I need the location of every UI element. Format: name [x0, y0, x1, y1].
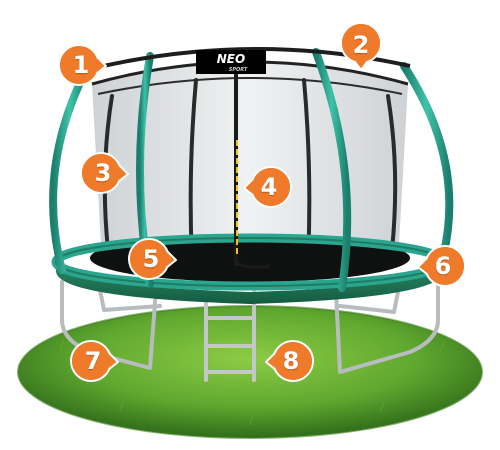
callout-8: 8 — [265, 338, 314, 384]
callout-number: 5 — [142, 245, 160, 273]
pin-right-icon — [70, 340, 119, 382]
logo-main-text: NEO — [217, 52, 245, 66]
logo-sub-text: SPORT — [229, 67, 248, 73]
callout-number: 3 — [94, 159, 112, 187]
callout-5: 5 — [128, 236, 177, 282]
callout-2: 2 — [338, 22, 384, 71]
jump-mat — [90, 234, 410, 282]
callout-number: 6 — [434, 252, 452, 280]
callout-6: 6 — [417, 243, 466, 289]
callout-number: 2 — [352, 31, 370, 59]
callout-4: 4 — [243, 164, 292, 210]
callout-3: 3 — [80, 150, 129, 196]
pin-right-icon — [128, 238, 177, 280]
pin-left-icon — [417, 245, 466, 287]
brand-logo: NEO SPORT — [196, 50, 266, 74]
trampoline-ladder — [204, 290, 256, 382]
pin-right-icon — [58, 44, 107, 86]
pin-down-icon — [340, 22, 382, 71]
callout-7: 7 — [70, 338, 119, 384]
pin-left-icon — [265, 340, 314, 382]
callout-number: 8 — [282, 347, 300, 375]
pin-right-icon — [80, 152, 129, 194]
pin-left-icon — [243, 166, 292, 208]
callout-1: 1 — [58, 42, 107, 88]
callout-number: 4 — [260, 173, 278, 201]
safety-net — [91, 60, 409, 276]
zipper-rope — [234, 72, 271, 269]
callout-number: 1 — [72, 51, 90, 79]
callout-number: 7 — [84, 347, 102, 375]
